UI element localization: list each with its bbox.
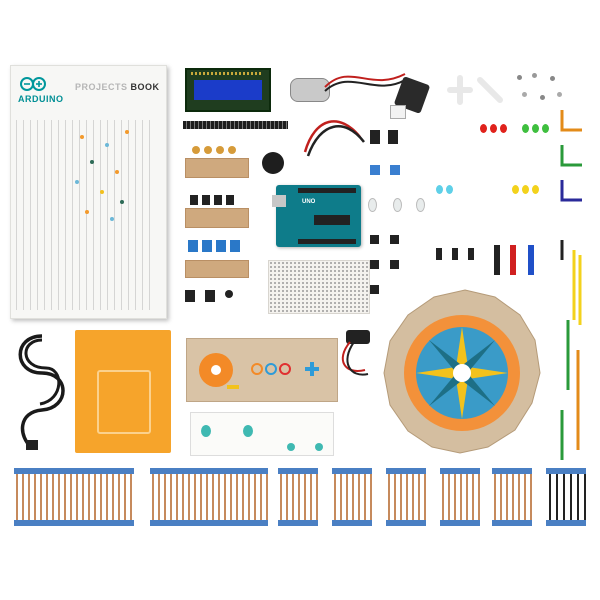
capacitor-strip [185,260,249,278]
red-leds [480,124,510,164]
piezo-buzzer [262,152,284,174]
book-cover-lines [16,120,156,310]
servo-connector [390,105,406,119]
lcd-screen [194,80,262,100]
board-label: UNO [302,199,316,205]
clear-leds [368,198,428,223]
yellow-plus-icon [227,385,239,389]
battery-wires-top [303,120,365,157]
plus-shape-icon-vertical [310,362,314,376]
motor-wires [324,73,406,92]
book-title-bold: BOOK [130,82,160,92]
resistor-tape-1 [14,468,134,526]
board-header-bottom [298,239,356,244]
book-title-light: PROJECTS [75,82,128,92]
resistor-tape-7 [492,468,532,526]
potentiometers [190,142,245,162]
blue-leds [436,185,461,205]
color-wheel-disc [383,289,541,454]
transistors [190,195,245,213]
arduino-logo-icon [20,77,46,91]
project-book [10,65,167,319]
yellow-leds [512,185,547,205]
resistor-tape-6 [440,468,480,526]
usb-port [272,195,286,207]
microcontroller-chip [314,215,350,225]
screws [512,70,567,110]
voltage-regulators [180,288,250,318]
cardboard-panel [186,338,338,402]
resistor-tape-4 [332,468,372,526]
arduino-board: UNO [272,185,361,247]
diode-tape [546,468,586,526]
small-rings [251,363,291,375]
orange-circle-hole [211,365,221,375]
battery-clip [346,330,370,344]
book-title: PROJECTS BOOK [75,82,160,92]
dc-motor [290,78,330,102]
book-dots [65,125,145,225]
green-leds [522,124,557,164]
potentiometer-strip [185,158,249,178]
right-jumper-wires [560,110,582,460]
usb-cable [18,334,65,450]
servo-horns [447,75,503,105]
lcd-display [185,68,271,112]
resistor-tape-3 [278,468,318,526]
jumper-bundles [494,245,544,280]
base-plate [75,330,171,453]
breadboard [268,260,370,314]
battery-clip-wires [341,341,369,376]
electrolytic-capacitors [436,248,481,268]
buttons-and-chips [368,130,418,310]
plate-cutouts [97,370,151,434]
book-brand: ARDUINO [18,94,64,104]
lcd-pins [191,72,263,75]
header-pins [183,121,288,129]
white-card [190,412,334,456]
blue-capacitors [188,240,248,256]
resistor-tape-5 [386,468,426,526]
resistor-tape-2 [150,468,268,526]
transistor-strip [185,208,249,228]
board-header-top [298,188,356,193]
